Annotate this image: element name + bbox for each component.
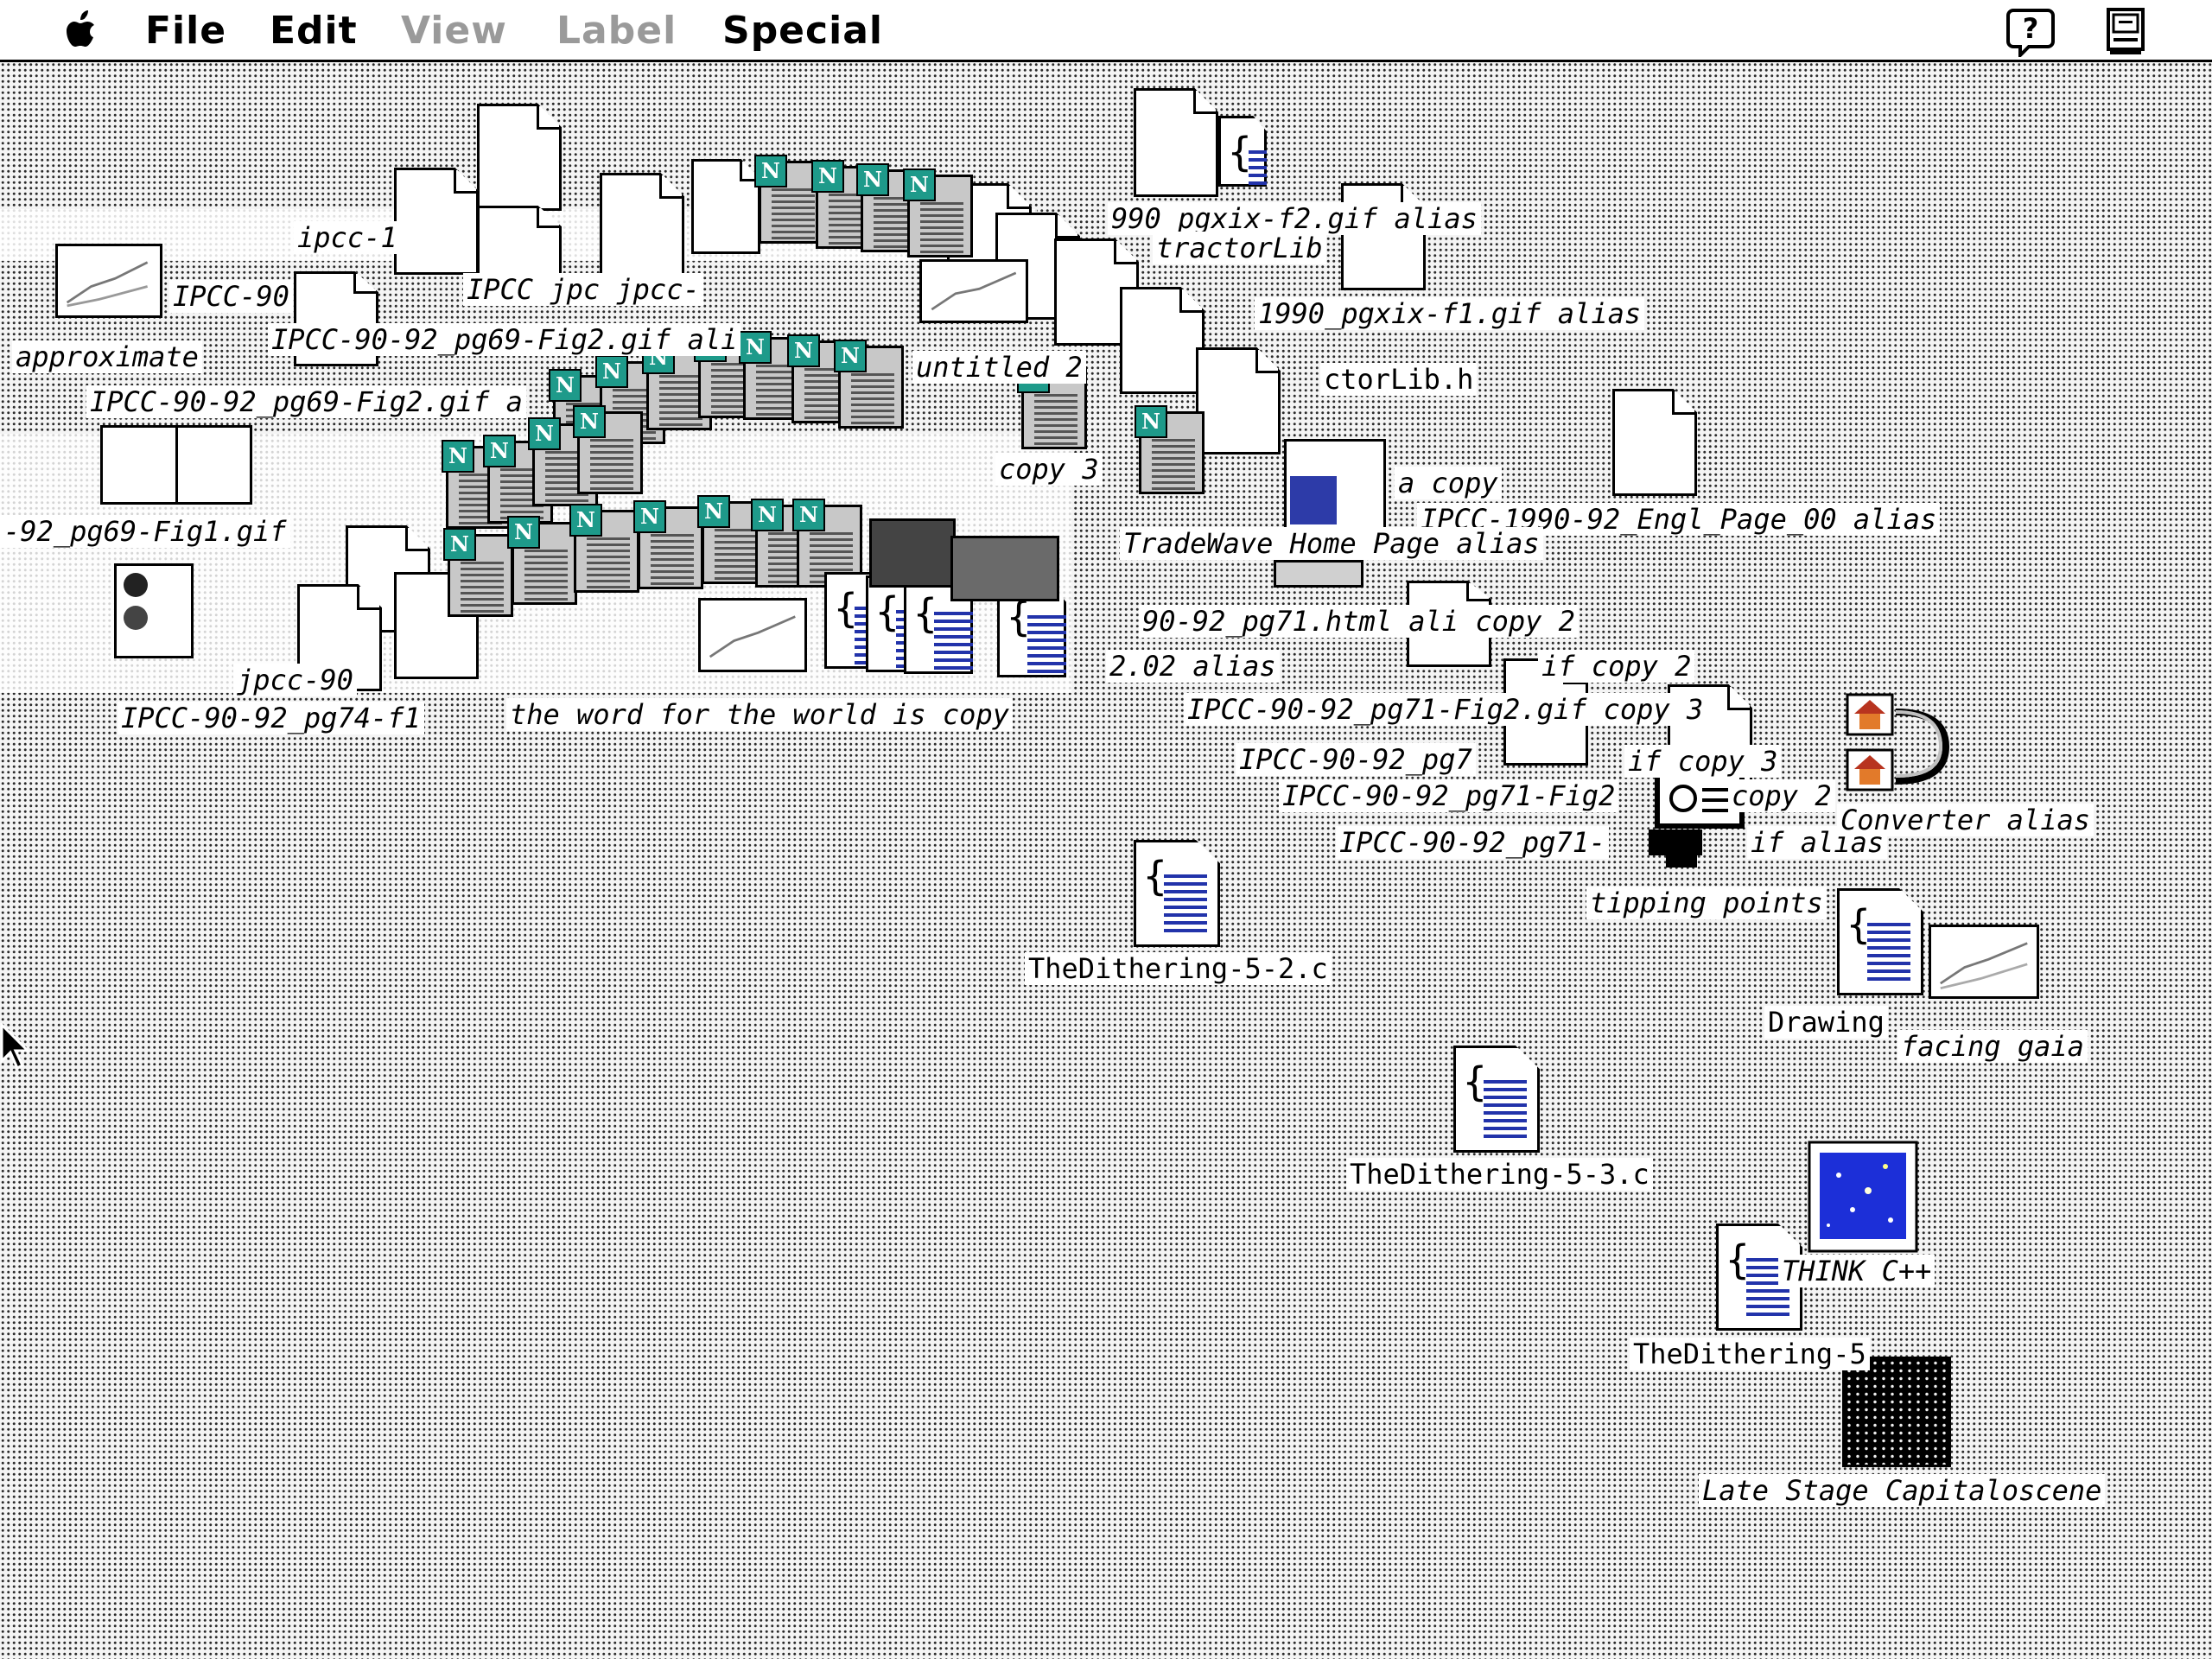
netscape-document-icon[interactable]: N [443,528,513,617]
chart-picture-icon[interactable] [55,244,162,318]
file-label[interactable]: ipcc-1 [294,221,401,254]
menu-file[interactable]: File [145,9,227,53]
file-label[interactable]: the word for the world is copy [506,698,1013,731]
file-label[interactable]: IPCC-90-92_pg74-f1 [118,702,424,734]
document-icon[interactable] [691,159,760,254]
image-file-icon[interactable] [950,536,1059,601]
file-label[interactable]: IPCC-90-92_pg71-Fig2 [1279,779,1619,812]
netscape-document-icon[interactable]: N [507,516,577,605]
file-label[interactable]: copy 2 [1728,779,1835,812]
file-label[interactable]: if copy 3 [1624,745,1782,778]
source-file-icon[interactable] [1218,116,1267,187]
file-label[interactable]: if copy 2 [1538,650,1695,683]
netscape-document-icon[interactable]: N [633,500,703,589]
menu-label[interactable]: Label [556,9,677,53]
document-icon[interactable] [1612,389,1697,496]
chart-picture-icon[interactable] [1929,925,2039,999]
netscape-document-icon[interactable]: N [569,504,639,593]
file-label[interactable]: facing gaia [1897,1030,2088,1063]
file-label[interactable]: IPCC-90-92_pg71-Fig2.gif copy 3 [1184,693,1707,726]
balloon-help-icon[interactable]: ? [2006,7,2055,57]
svg-text:?: ? [2023,12,2039,45]
document-icon[interactable] [394,168,479,275]
file-label[interactable]: TheDithering-5-3.c [1346,1158,1653,1191]
file-label[interactable]: a copy [1395,467,1502,499]
file-label[interactable]: 90-92_pg71.html ali copy 2 [1139,605,1579,638]
source-file-icon[interactable] [1453,1046,1540,1153]
desktop[interactable]: N N N N N N N N N N N N N N N N N N N N … [0,62,2212,1659]
netscape-document-icon[interactable]: N [754,155,824,244]
netscape-document-icon[interactable]: N [834,340,904,429]
netscape-document-icon[interactable]: N [1135,405,1205,494]
netscape-document-icon[interactable]: N [903,168,973,257]
document-icon[interactable] [1120,287,1205,394]
document-icon[interactable] [477,104,562,211]
source-file-icon[interactable] [1837,888,1923,995]
document-icon[interactable] [600,173,684,280]
image-file-icon[interactable] [869,518,956,588]
converter-icon[interactable] [1844,686,1956,798]
file-label[interactable]: IPCC-90-92_pg69-Fig2.gif ali [268,323,741,356]
noise-image-icon[interactable] [1842,1357,1951,1467]
chart-picture-icon[interactable] [919,259,1028,323]
file-label[interactable]: TheDithering-5 [1630,1338,1870,1370]
file-label[interactable]: IPCC-90-92_pg69-Fig2.gif a [86,385,526,418]
file-label[interactable]: 1990_pgxix-f1.gif alias [1255,297,1645,330]
keyboard-icon[interactable] [1274,560,1363,588]
netscape-document-icon[interactable]: N [573,405,643,494]
think-cpp-icon[interactable] [1808,1141,1918,1253]
apple-logo-icon[interactable] [57,7,105,55]
finder-application-icon[interactable] [2101,7,2150,57]
file-label[interactable]: IPCC-90-92_pg7 [1236,743,1476,776]
mouse-pointer-icon [0,1023,31,1071]
menu-edit[interactable]: Edit [270,9,358,53]
file-label[interactable]: TheDithering-5-2.c [1025,952,1332,985]
photo-stack-icon[interactable] [114,563,194,658]
file-label[interactable]: -92_pg69-Fig1.gif [0,515,290,548]
file-label[interactable]: IPCC-90-92_pg71- [1336,826,1610,859]
web-page-icon[interactable] [1284,439,1386,531]
file-label[interactable]: approximate [12,340,202,373]
chart-picture-icon[interactable] [698,598,807,672]
book-icon[interactable] [100,425,252,505]
file-label[interactable]: jpcc-90 [233,664,357,696]
file-label[interactable]: ctorLib.h [1320,363,1478,396]
document-icon[interactable] [1341,183,1426,290]
file-label[interactable]: Drawing [1764,1006,1888,1039]
menu-special[interactable]: Special [722,9,883,53]
file-label[interactable]: THINK C++ [1778,1255,1936,1287]
source-file-icon[interactable] [1134,840,1220,947]
file-label[interactable]: copy 3 [995,453,1103,486]
file-label[interactable]: IPCC-90 [169,280,293,313]
file-label[interactable]: 990_pgxix-f2.gif alias [1108,202,1481,235]
file-label[interactable]: Late Stage Capitaloscene [1699,1474,2106,1507]
document-icon[interactable] [1134,88,1218,197]
menu-bar: File Edit View Label Special ? [0,0,2212,62]
file-label[interactable]: Converter alias [1837,804,2094,836]
netscape-document-icon[interactable]: N [792,499,862,588]
file-label[interactable]: TradeWave Home Page alias [1120,527,1543,560]
document-icon[interactable] [1196,347,1281,454]
file-label[interactable]: 2.02 alias [1106,650,1280,683]
menu-view[interactable]: View [401,9,507,53]
file-label[interactable]: IPCC jpc jpcc- [463,273,703,306]
file-label[interactable]: tractorLib [1153,232,1326,264]
file-label[interactable]: untitled 2 [912,351,1086,384]
file-label[interactable]: tipping points [1586,887,1827,919]
